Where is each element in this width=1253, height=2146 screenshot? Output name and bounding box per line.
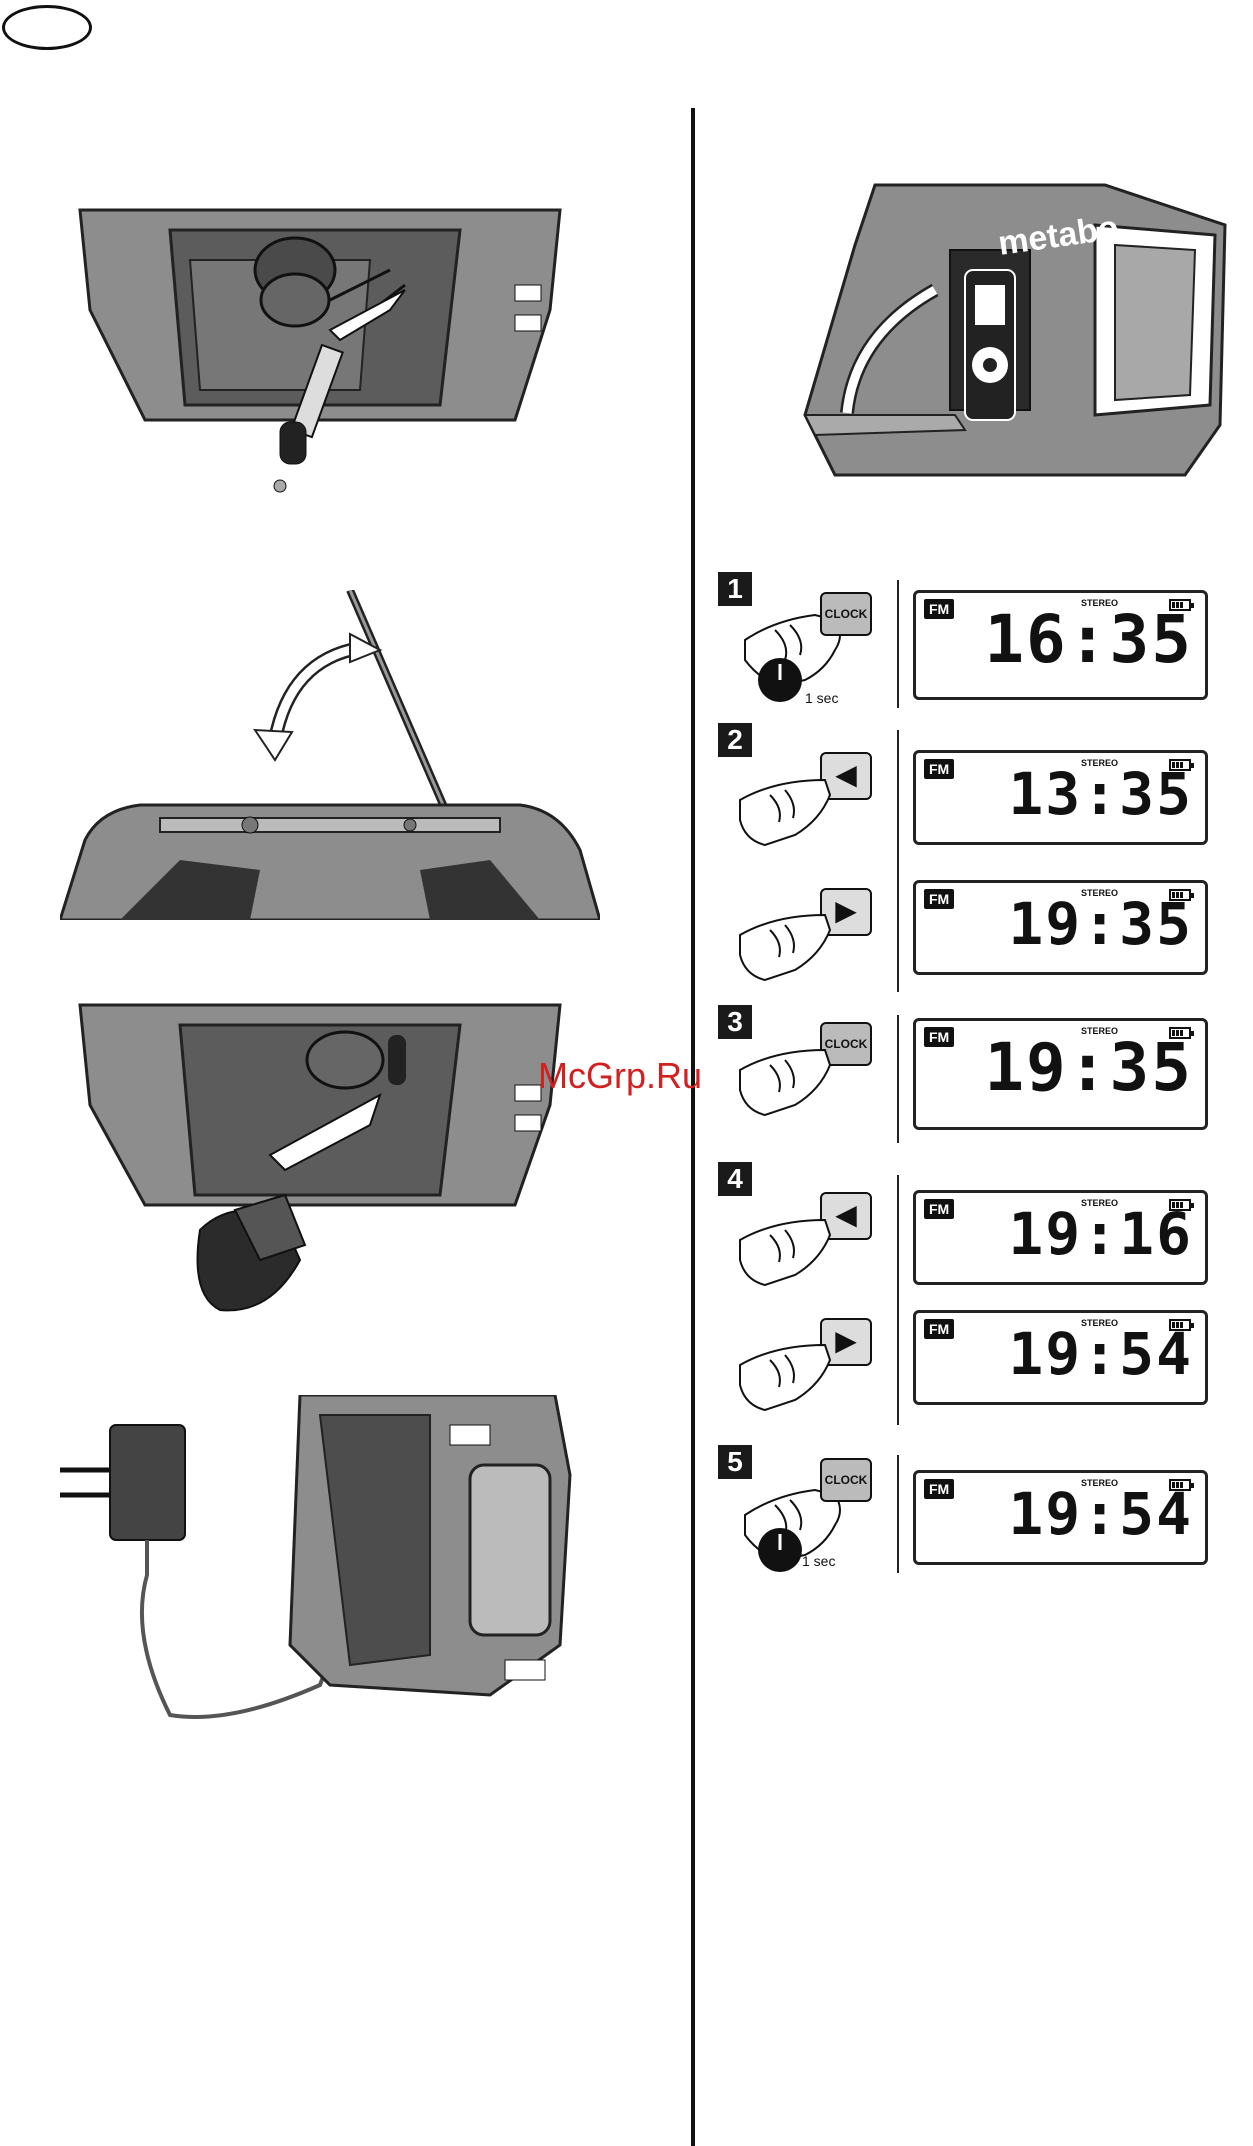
figure-battery-insert: [60, 995, 580, 1315]
clock-time: 13:35: [1008, 765, 1193, 823]
step-number-2: 2: [718, 723, 752, 757]
figure-radio-dock: metabo: [795, 165, 1235, 485]
hand-press-icon: [735, 1200, 845, 1300]
lcd-display: FM STEREO 13:35: [913, 750, 1208, 845]
step-separator-2: [897, 730, 899, 992]
band-indicator: FM: [924, 1479, 954, 1499]
lcd-display: FM STEREO 16:35: [913, 590, 1208, 700]
hand-press-icon: [735, 1325, 845, 1425]
step-separator-3: [897, 1015, 899, 1143]
column-divider: [691, 108, 695, 2146]
hold-duration-label: 1 sec: [805, 690, 838, 706]
band-indicator: FM: [924, 759, 954, 779]
lcd-display: FM STEREO 19:16: [913, 1190, 1208, 1285]
lcd-display: FM STEREO 19:54: [913, 1470, 1208, 1565]
clock-button[interactable]: CLOCK: [820, 592, 872, 636]
lcd-display: FM STEREO 19:54: [913, 1310, 1208, 1405]
clock-button[interactable]: CLOCK: [820, 1458, 872, 1502]
band-indicator: FM: [924, 1027, 954, 1047]
lcd-display: FM STEREO 19:35: [913, 880, 1208, 975]
step-separator-5: [897, 1455, 899, 1573]
hand-press-icon: [735, 760, 845, 860]
clock-time: 19:54: [1008, 1485, 1193, 1543]
lcd-display: FM STEREO 19:35: [913, 1018, 1208, 1130]
band-indicator: FM: [924, 1319, 954, 1339]
clock-time: 19:54: [1008, 1325, 1193, 1383]
clock-time: 16:35: [984, 607, 1193, 673]
figure-battery-compartment: [60, 190, 580, 510]
watermark-text: McGrp.Ru: [538, 1055, 702, 1097]
step-number-4: 4: [718, 1162, 752, 1196]
hold-duration-label: 1 sec: [802, 1553, 835, 1569]
step-separator-1: [897, 580, 899, 708]
figure-antenna: [60, 590, 600, 920]
step-separator-4: [897, 1175, 899, 1425]
clock-time: 19:35: [1008, 895, 1193, 953]
band-indicator: FM: [924, 1199, 954, 1219]
hand-press-icon: [735, 895, 845, 995]
band-indicator: FM: [924, 599, 954, 619]
clock-time: 19:16: [1008, 1205, 1193, 1263]
band-indicator: FM: [924, 889, 954, 909]
language-badge: [2, 5, 92, 50]
hand-press-icon: [735, 1030, 845, 1130]
figure-power-adapter: [50, 1395, 580, 1725]
clock-time: 19:35: [984, 1035, 1193, 1101]
